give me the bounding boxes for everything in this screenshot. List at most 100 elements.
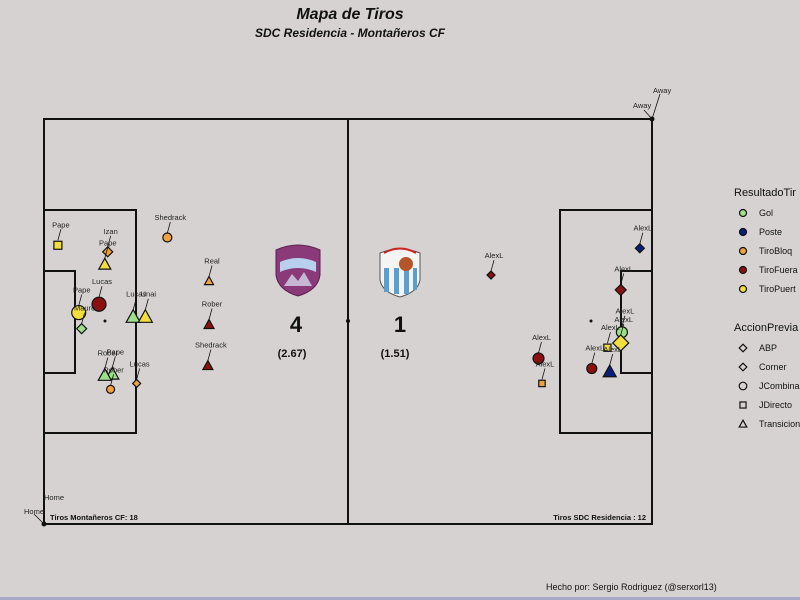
chart-subtitle: SDC Residencia - Montañeros CF [255,26,446,40]
shot-marker [137,308,154,323]
shot-label-leader [132,298,137,310]
action-legend-label: Transicion [759,419,800,429]
right-six-yard-box [620,270,653,374]
shot-player-label: Shedrack [154,213,186,222]
shot-label-leader [104,247,109,259]
home-corner-marker: Home Home [24,493,64,527]
shot-label-leader [621,315,626,327]
shot-marker [203,318,216,330]
shot-1: Pape [52,220,70,250]
result-legend-label: TiroBloq [759,246,792,256]
shot-marker [532,352,545,365]
shot-label-leader [541,368,546,380]
away-corner-marker: Away Away [633,86,671,122]
away-corner-label-2: Away [633,101,651,110]
residencia-shots-label: Tiros SDC Residencia : 12 [553,513,646,522]
shot-19: AlexL [614,264,633,297]
residencia-crest [379,247,421,298]
shot-marker [586,362,598,375]
shot-player-label: AlexL [485,251,504,260]
action-legend-marker [739,401,747,409]
away-corner-leader-2 [643,109,653,120]
montaneros-crest-mountain [284,272,312,286]
shot-label-leader [144,298,149,310]
shot-marker [602,363,618,378]
shot-marker [105,384,116,394]
shot-label-leader [639,232,644,244]
shot-marker [125,308,142,323]
shot-player-label: Shedrack [195,341,227,350]
shot-label-leader [490,259,495,272]
shot-label-leader [107,235,112,247]
action-legend-label: JCombina [759,381,800,391]
right-penalty-area [559,209,653,434]
shot-player-label: AlexL [603,345,622,354]
shot-player-label: Unai [141,290,157,299]
shot-18: AlexL [485,251,504,280]
residencia-crest-top [383,247,417,254]
action-legend-marker [738,343,748,353]
shot-4: Shedrack [154,213,186,243]
shot-marker [101,245,114,258]
pitch [43,118,653,525]
shot-marker [614,283,628,297]
shot-label-leader [98,286,103,298]
shot-marker [53,240,63,250]
shot-player-label: Rober [103,365,124,374]
shot-label-leader [81,312,86,324]
shot-player-label: Lucas [92,277,112,286]
residencia-crest-ball [399,257,413,271]
residencia-crest-stripe-3 [404,268,409,294]
montaneros-crest-band [280,258,316,272]
shot-label-leader [111,356,116,368]
shot-15: Lucas [130,359,150,389]
credit-text: Hecho por: Sergio Rodriguez (@serxorl13) [546,582,717,592]
residencia-crest-stripe-4 [413,268,417,290]
shot-25: AlexL [602,345,622,378]
shot-label-leader [110,374,114,386]
shot-marker [603,343,612,352]
shot-player-label: Pape [52,220,70,229]
shot-8: Lucas [125,290,146,323]
shot-label-leader [57,229,62,241]
shot-label-leader [166,221,171,234]
shot-3: Pape [97,238,117,270]
shot-player-label: Izan [104,227,118,236]
result-legend-label: Poste [759,227,782,237]
home-corner-label: Home [44,493,64,502]
shot-marker [131,378,142,389]
shot-22: AlexL [601,323,620,352]
shot-marker [75,322,88,335]
shot-24: AlexL [585,344,604,375]
shot-player-label: AlexL [532,333,551,342]
action-legend-label: JDirecto [759,400,792,410]
result-legend-marker [738,284,748,294]
montaneros-crest [275,244,321,297]
shot-marker [71,304,87,321]
shot-marker [97,367,113,381]
shot-26: AlexL [536,359,554,388]
action-legend-label: Corner [759,362,787,372]
action-legend-marker [738,362,748,372]
residencia-score: 1 [394,312,406,337]
away-corner-label: Away [653,86,671,95]
chart-title: Mapa de Tiros [296,6,403,23]
action-legend-marker [738,418,748,428]
residencia-xg: (1.51) [381,348,410,360]
home-corner-leader-2 [33,513,45,525]
shot-player-label: Rober [98,349,119,358]
result-legend-label: TiroPuert [759,284,796,294]
shot-player-label: AlexL [614,315,633,324]
shot-marker [203,275,215,286]
shot-player-label: Rober [202,299,223,308]
shot-20: AlexL [616,307,634,339]
montaneros-shots-label: Tiros Montañeros CF: 18 [50,513,138,522]
shot-5: Real [203,257,220,286]
shot-11: Rober [202,299,223,330]
left-six-yard-box [43,270,76,374]
shot-14: Rober [97,349,119,381]
